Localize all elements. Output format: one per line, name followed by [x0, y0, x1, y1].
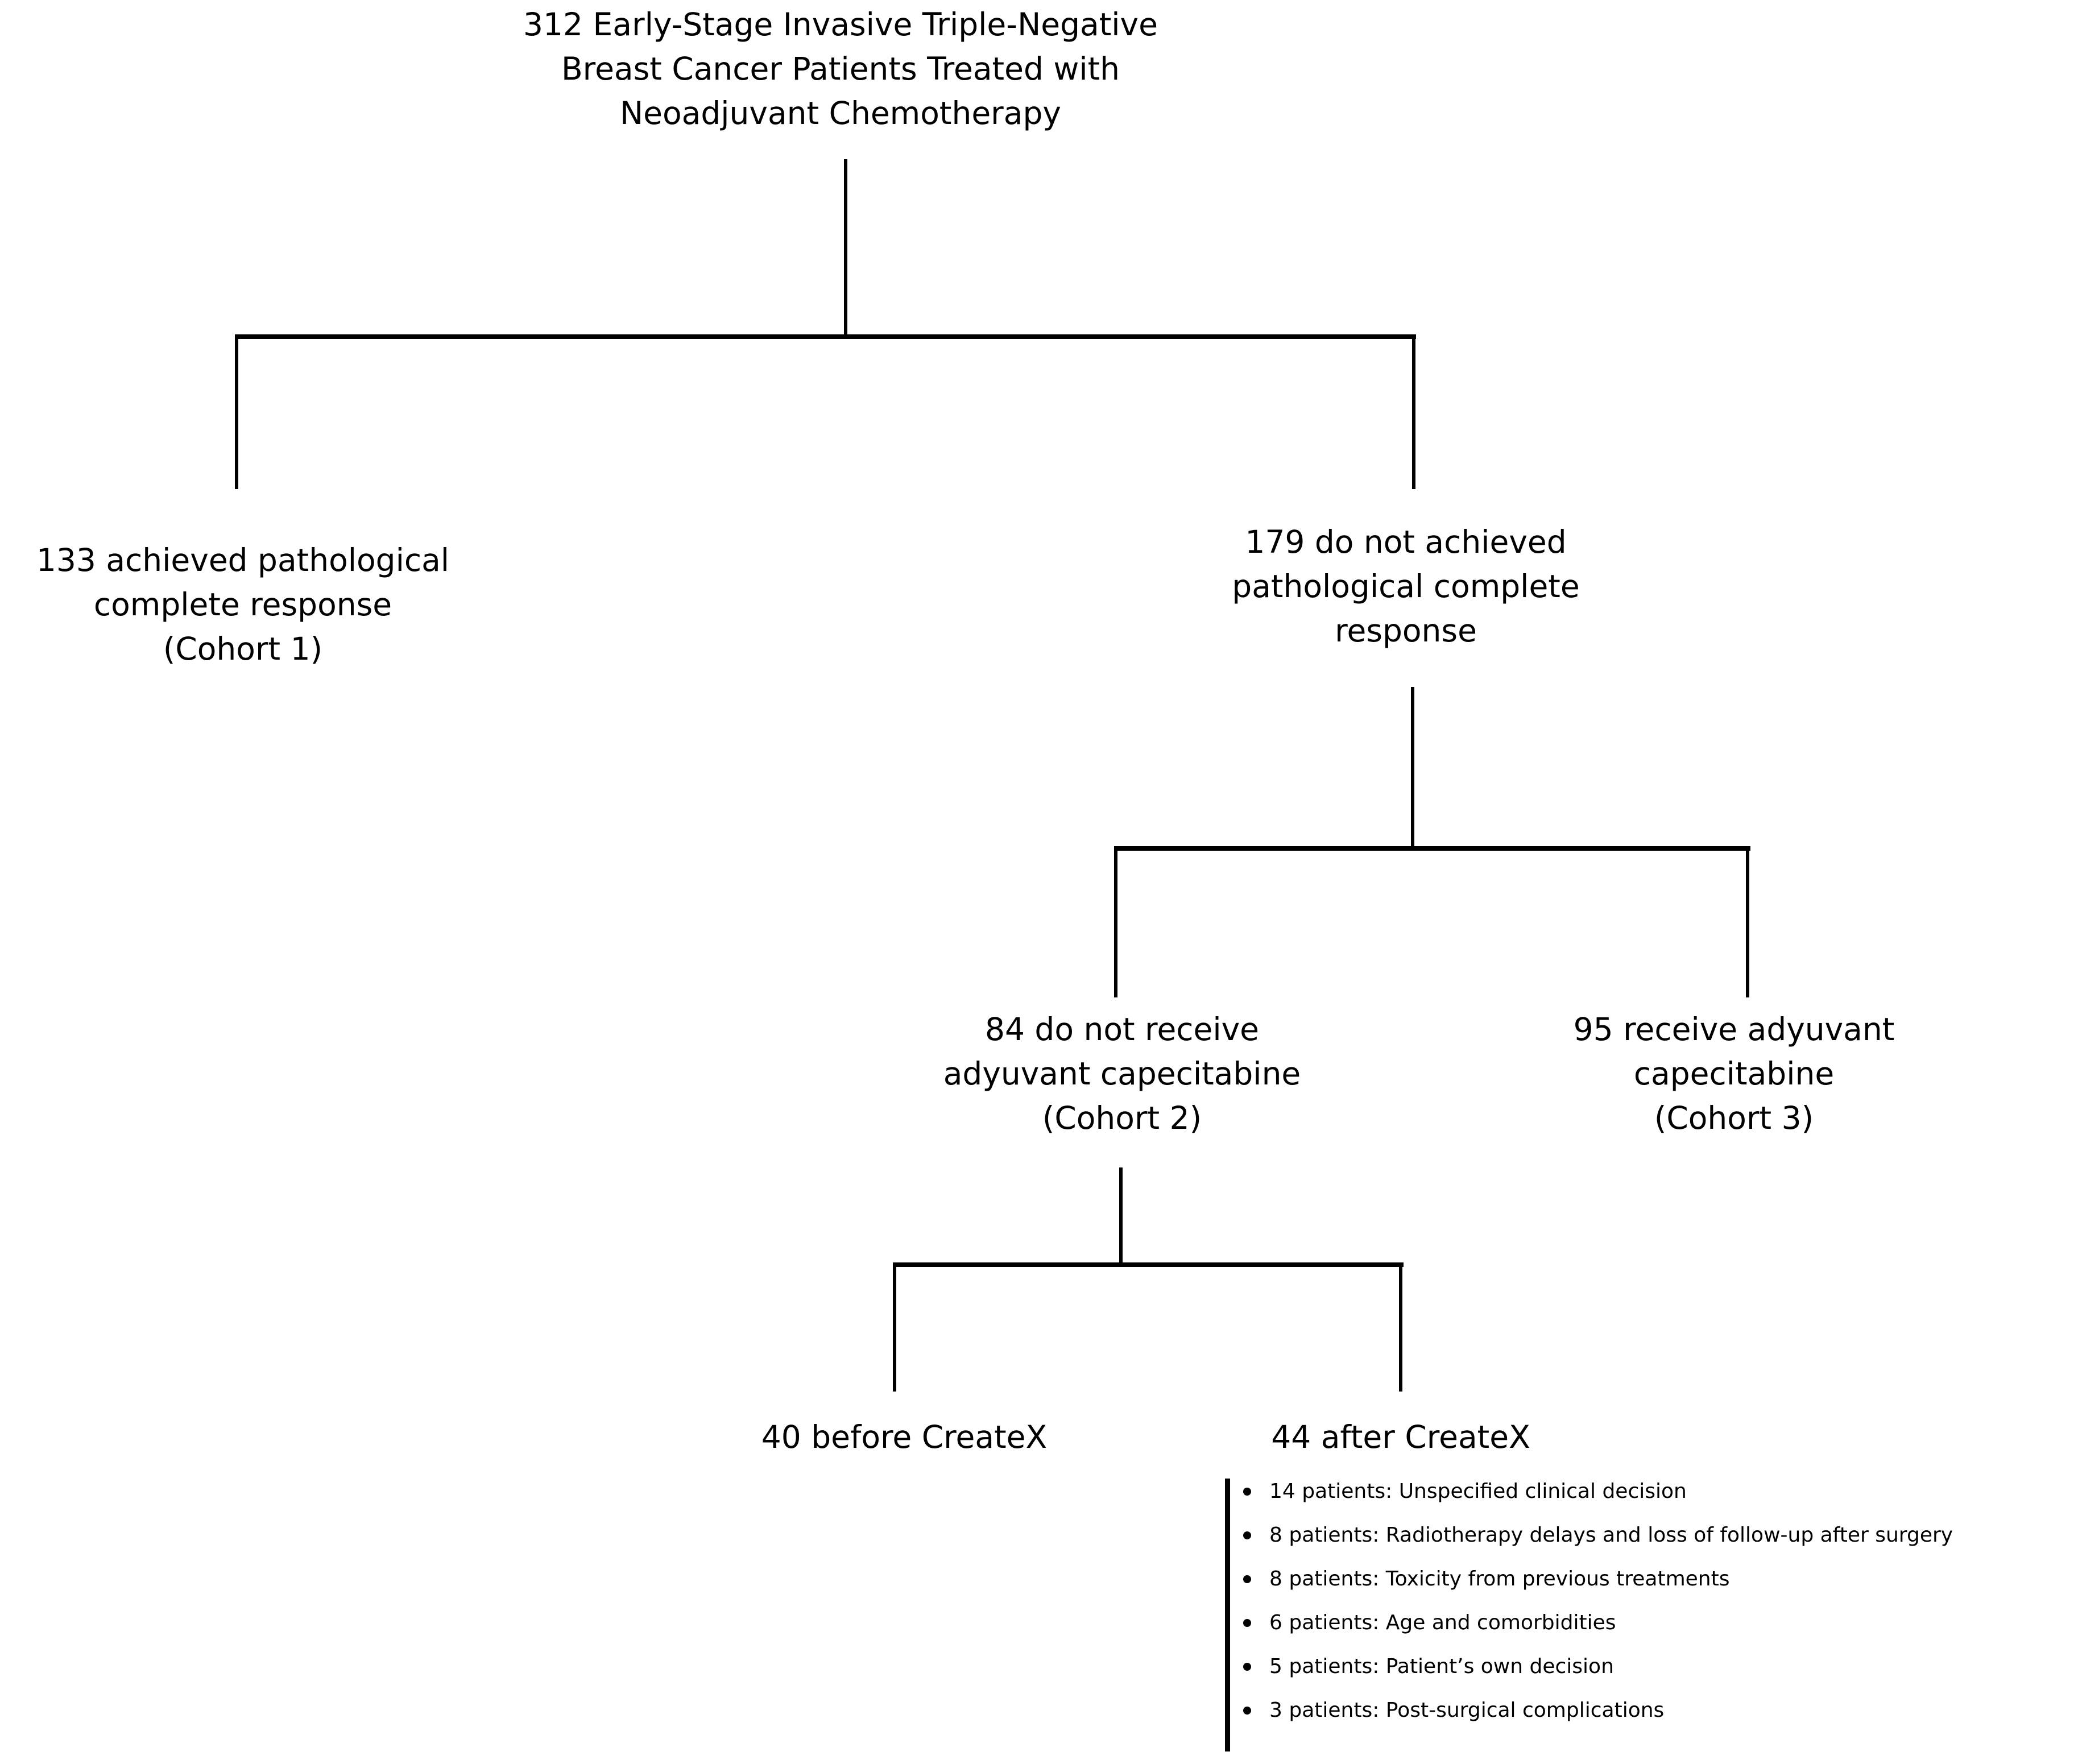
bullet-dot-icon [1243, 1619, 1251, 1627]
cohort2-drop-line [1114, 846, 1117, 997]
cohort2-stem-line [1119, 1167, 1123, 1266]
reasons-divider-bar [1225, 1479, 1230, 1751]
reason-item: 8 patients: Radiotherapy delays and loss… [1240, 1524, 2078, 1547]
root-node: 312 Early-Stage Invasive Triple-Negative… [523, 6, 1158, 131]
reason-text: 14 patients: Unspecified clinical decisi… [1269, 1480, 1687, 1503]
after-createx-drop-line [1399, 1262, 1402, 1392]
before-createx-node: 40 before CreateX [761, 1419, 1048, 1455]
level1-branch-line [235, 334, 1416, 339]
bullet-dot-icon [1243, 1575, 1251, 1583]
reason-text: 6 patients: Age and comorbidities [1269, 1611, 1616, 1634]
reason-text: 3 patients: Post-surgical complications [1269, 1699, 1665, 1722]
bullet-dot-icon [1243, 1488, 1251, 1496]
bullet-dot-icon [1243, 1531, 1251, 1539]
after-createx-node: 44 after CreateX [1271, 1419, 1530, 1455]
reason-text: 8 patients: Radiotherapy delays and loss… [1269, 1523, 1953, 1547]
level3-branch-line [893, 1262, 1404, 1267]
no-pcr-drop-line [1412, 334, 1415, 489]
cohort3-node: 95 receive adyuvant capecitabine (Cohort… [1573, 1011, 1895, 1136]
reason-item: 14 patients: Unspecified clinical decisi… [1240, 1480, 2078, 1503]
level2-branch-line [1114, 846, 1750, 851]
reason-item: 8 patients: Toxicity from previous treat… [1240, 1568, 2078, 1591]
root-stem-line [844, 159, 847, 338]
bullet-dot-icon [1243, 1663, 1251, 1671]
cohort1-node: 133 achieved pathological complete respo… [36, 542, 450, 667]
exclusion-reasons-list: 14 patients: Unspecified clinical decisi… [1240, 1480, 2078, 1743]
before-createx-drop-line [893, 1262, 896, 1392]
reason-text: 5 patients: Patient’s own decision [1269, 1655, 1614, 1678]
no-pcr-node: 179 do not achieved pathological complet… [1232, 524, 1580, 649]
bullet-dot-icon [1243, 1707, 1251, 1715]
cohort1-drop-line [235, 334, 238, 489]
reason-item: 6 patients: Age and comorbidities [1240, 1612, 2078, 1634]
reason-text: 8 patients: Toxicity from previous treat… [1269, 1567, 1730, 1591]
cohort2-node: 84 do not receive adyuvant capecitabine … [943, 1011, 1301, 1136]
reason-item: 5 patients: Patient’s own decision [1240, 1655, 2078, 1678]
reason-item: 3 patients: Post-surgical complications [1240, 1699, 2078, 1722]
cohort3-drop-line [1746, 846, 1749, 997]
no-pcr-stem-line [1411, 687, 1414, 850]
